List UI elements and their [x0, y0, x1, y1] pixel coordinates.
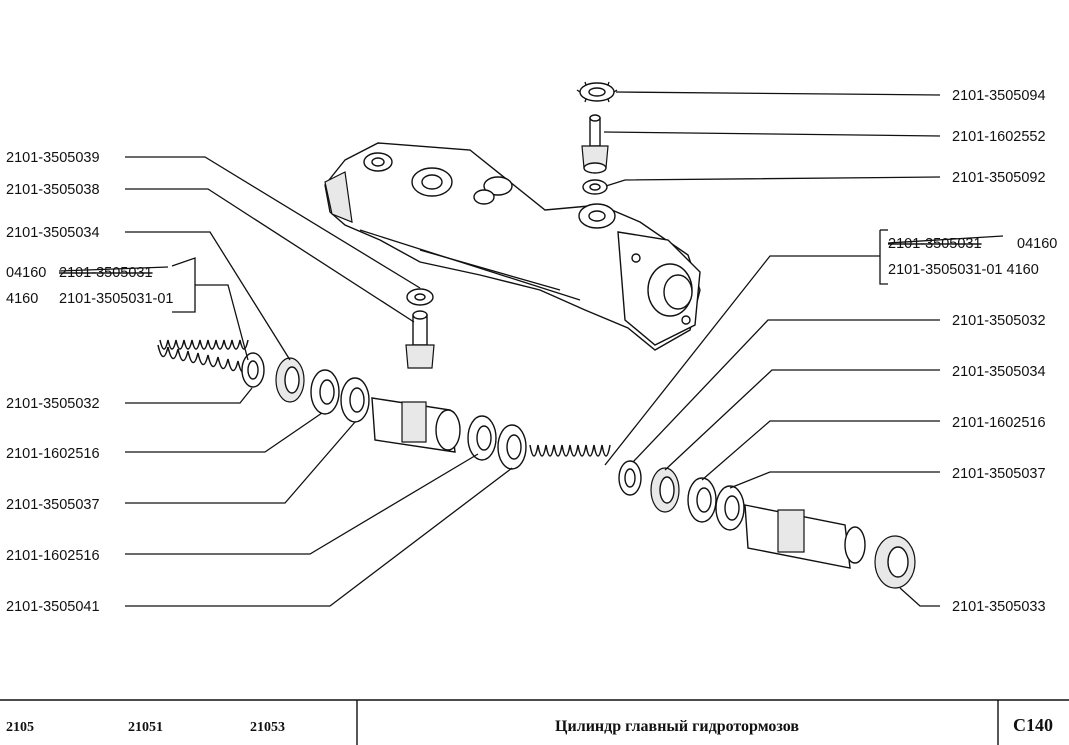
footer-model-2: 21051	[128, 720, 163, 735]
spring-left	[157, 339, 249, 374]
footer-title: Цилиндр главный гидротормозов	[555, 718, 799, 735]
callout-right-4: 2101-3505032	[952, 313, 1046, 329]
bracket-left-row1-code: 04160	[6, 265, 46, 281]
callout-left-3: 2101-3505034	[6, 225, 100, 241]
end-cap-seal	[874, 535, 916, 589]
valve-stem	[581, 114, 609, 174]
bracket-left-row2-part: 2101-3505031-01	[59, 291, 174, 307]
callout-right-5: 2101-3505034	[952, 364, 1046, 380]
left-seal-set	[241, 352, 370, 423]
spring-middle	[529, 444, 611, 457]
callouts-right: 2101-3505094 2101-1602552 2101-3505092 2…	[952, 88, 1046, 615]
callout-right-3: 2101-3505092	[952, 170, 1046, 186]
bracket-right-row1-code: 04160	[1017, 236, 1057, 252]
callout-left-6: 2101-3505037	[6, 497, 100, 513]
valve-seal	[582, 179, 608, 195]
callout-right-8: 2101-3505033	[952, 599, 1046, 615]
middle-seal-set	[467, 415, 527, 470]
callout-right-2: 2101-1602552	[952, 129, 1046, 145]
footer-model-3: 21053	[250, 720, 285, 735]
stop-washer	[406, 288, 434, 306]
callout-left-8: 2101-3505041	[6, 599, 100, 615]
footer: 2105 21051 21053 Цилиндр главный гидрото…	[0, 699, 1069, 745]
callout-left-5: 2101-1602516	[6, 446, 100, 462]
callout-right-6: 2101-1602516	[952, 415, 1046, 431]
leader-lines-right	[603, 91, 941, 607]
callouts-left: 2101-3505039 2101-3505038 2101-3505034 2…	[6, 150, 100, 615]
callout-right-7: 2101-3505037	[952, 466, 1046, 482]
footer-page-code: С140	[1013, 715, 1053, 735]
bracket-left-group: 04160 2101-3505031 4160 2101-3505031-01	[6, 265, 174, 307]
callout-left-2: 2101-3505038	[6, 182, 100, 198]
star-lock-washer	[576, 81, 618, 103]
footer-model-1: 2105	[6, 720, 34, 735]
callout-right-1: 2101-3505094	[952, 88, 1046, 104]
callout-left-7: 2101-1602516	[6, 548, 100, 564]
bracket-left-row2-code: 4160	[6, 291, 38, 307]
bracket-right-row1-part: 2101-3505031	[888, 236, 982, 252]
bracket-right-row2: 2101-3505031-01 4160	[888, 262, 1039, 278]
stop-bolt	[405, 310, 435, 369]
callout-left-4: 2101-3505032	[6, 396, 100, 412]
callout-left-1: 2101-3505039	[6, 150, 100, 166]
bracket-left-row1-part: 2101-3505031	[59, 265, 153, 281]
bracket-right-group: 2101-3505031 04160 2101-3505031-01 4160	[887, 235, 1057, 278]
piston-secondary	[744, 504, 866, 569]
right-seal-set	[618, 460, 745, 531]
cylinder-body	[324, 142, 701, 351]
piston-primary	[371, 397, 461, 453]
leader-lines-left	[125, 156, 513, 607]
